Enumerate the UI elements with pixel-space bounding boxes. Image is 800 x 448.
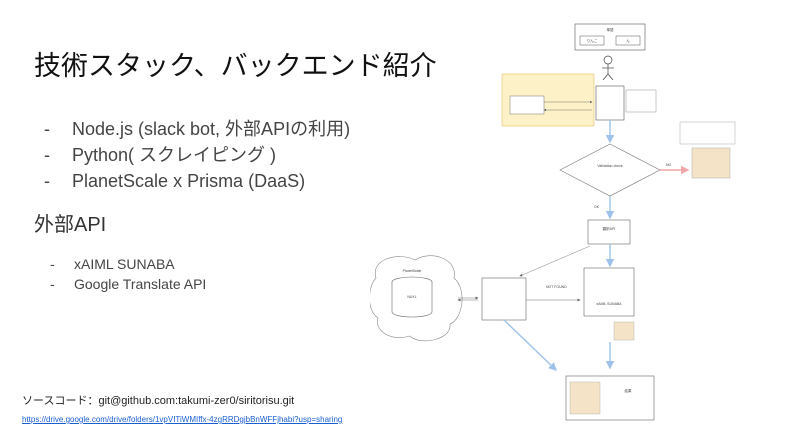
ng-label: NG [666, 163, 672, 167]
slide-title: 技術スタック、バックエンド紹介 [34, 51, 437, 81]
list-item: -PlanetScale x Prisma (DaaS) [44, 171, 306, 191]
sunaba-box [583, 267, 635, 317]
ok-label: OK [594, 205, 600, 209]
decision-label: Validation check [597, 164, 622, 168]
list-item: -Google Translate API [50, 276, 207, 292]
sub-bullet-text: xAIML SUNABA [74, 256, 175, 272]
list-item: -Node.js (slack bot, 外部APIの利用) [44, 119, 351, 139]
word-chip: ん [626, 38, 630, 43]
db-label: PlanetScale [403, 269, 422, 273]
list-item: -Python( スクレイピング ) [44, 145, 277, 165]
not-found-label: NOT FOUND [546, 285, 567, 289]
cat-avatar [613, 321, 635, 341]
list-item: -xAIML SUNABA [50, 256, 175, 272]
bullet-text: PlanetScale x Prisma (DaaS) [72, 171, 306, 191]
translate-label: 翻訳API [603, 226, 616, 231]
db-inner-label: NUXL [407, 295, 416, 299]
cat-avatar [569, 381, 601, 415]
bullet-text: Node.js (slack bot, 外部APIの利用) [72, 119, 351, 139]
process-box [595, 85, 625, 121]
architecture-diagram: 単語 りんご ん Validation check NG [370, 23, 736, 421]
validation-diamond [559, 143, 661, 197]
drive-link[interactable]: https://drive.google.com/drive/folders/1… [22, 415, 343, 424]
lookup-box [587, 219, 631, 245]
fetch-box [481, 277, 527, 321]
cat-avatar [691, 147, 731, 179]
tech-stack-list: -Node.js (slack bot, 外部APIの利用) -Python( … [44, 116, 350, 194]
source-code-text: ソースコード：git@github.com:takumi-zer0/sirito… [22, 395, 295, 407]
result-label: 結果 [625, 388, 633, 393]
word-chip: りんご [587, 38, 598, 43]
database-icon [370, 255, 463, 342]
external-api-heading: 外部API [34, 214, 107, 236]
external-api-list: -xAIML SUNABA -Google Translate API [50, 254, 206, 294]
sunaba-label: xAIML SUNABA [596, 302, 622, 306]
user-icon [602, 55, 614, 81]
bullet-text: Python( スクレイピング ) [72, 145, 277, 165]
input-box-label: 単語 [607, 27, 615, 32]
sub-bullet-text: Google Translate API [74, 276, 207, 292]
